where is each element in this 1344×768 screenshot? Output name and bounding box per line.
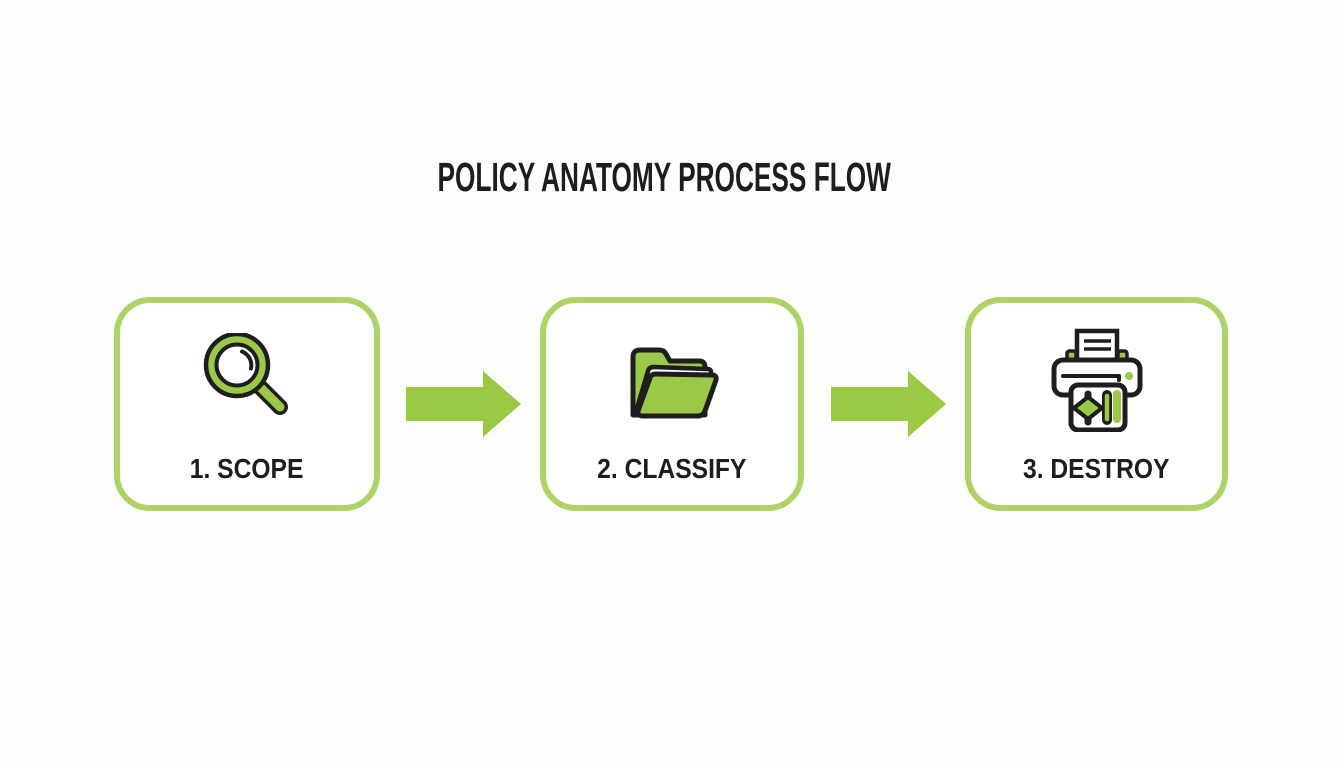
shredder-icon xyxy=(1050,328,1144,433)
step-label-destroy: 3. DESTROY xyxy=(1023,453,1170,484)
step-label-classify: 2. CLASSIFY xyxy=(597,453,747,484)
magnifier-icon xyxy=(201,331,293,419)
flow-arrow-right-icon xyxy=(831,370,946,438)
step-label-scope: 1. SCOPE xyxy=(190,453,304,484)
folder-icon xyxy=(623,341,721,423)
page-title: POLICY ANATOMY PROCESS FLOW xyxy=(0,156,1328,198)
step-card-classify: 2. CLASSIFY xyxy=(540,297,804,511)
step-card-destroy: 3. DESTROY xyxy=(965,297,1228,511)
flow-arrow-right-icon xyxy=(406,370,521,438)
page-title-text: POLICY ANATOMY PROCESS FLOW xyxy=(437,154,891,200)
step-card-scope: 1. SCOPE xyxy=(114,297,380,511)
